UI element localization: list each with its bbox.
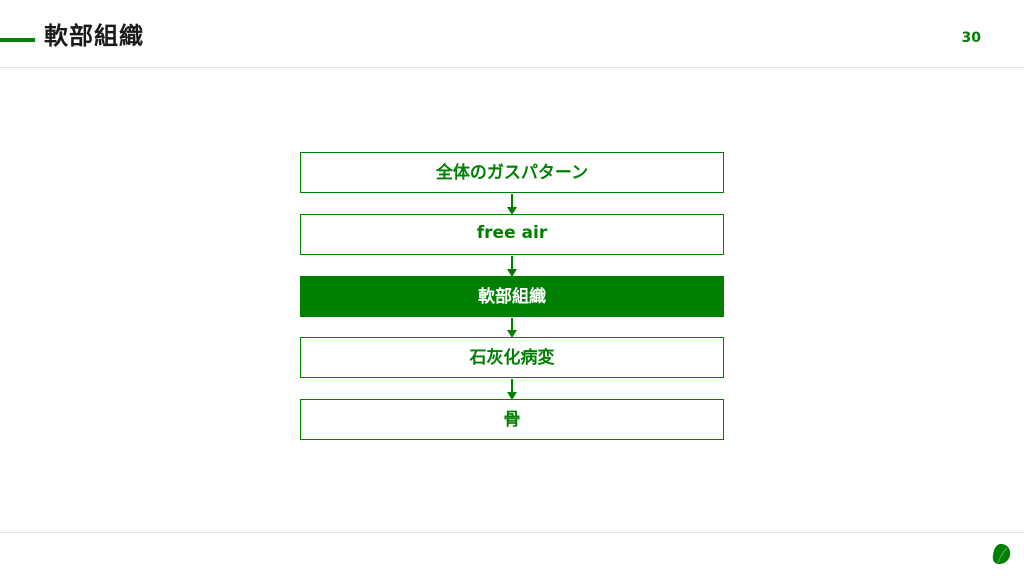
flow-step-label: 石灰化病変 — [469, 348, 555, 368]
header-divider — [0, 67, 1024, 68]
flow-step-label: 全体のガスパターン — [435, 163, 589, 183]
flow-arrow — [507, 318, 517, 338]
flow-step-free-air: free air — [300, 214, 724, 255]
flow-step-calcification: 石灰化病変 — [300, 337, 724, 378]
flow-arrow — [507, 194, 517, 215]
page-number: 30 — [961, 30, 981, 46]
flow-step-label: 骨 — [503, 410, 521, 430]
slide-title: 軟部組織 — [44, 22, 144, 50]
flow-step-bone: 骨 — [300, 399, 724, 440]
green-leaf-logo-icon — [992, 544, 1011, 564]
flow-step-label: free air — [476, 222, 548, 243]
flow-step-gas-pattern: 全体のガスパターン — [300, 152, 724, 193]
footer-divider — [0, 532, 1024, 533]
title-accent-bar — [0, 38, 35, 42]
flow-step-label: 軟部組織 — [478, 287, 546, 307]
flow-arrow — [507, 256, 517, 277]
flow-step-soft-tissue: 軟部組織 — [300, 276, 724, 317]
flow-arrow — [507, 379, 517, 400]
